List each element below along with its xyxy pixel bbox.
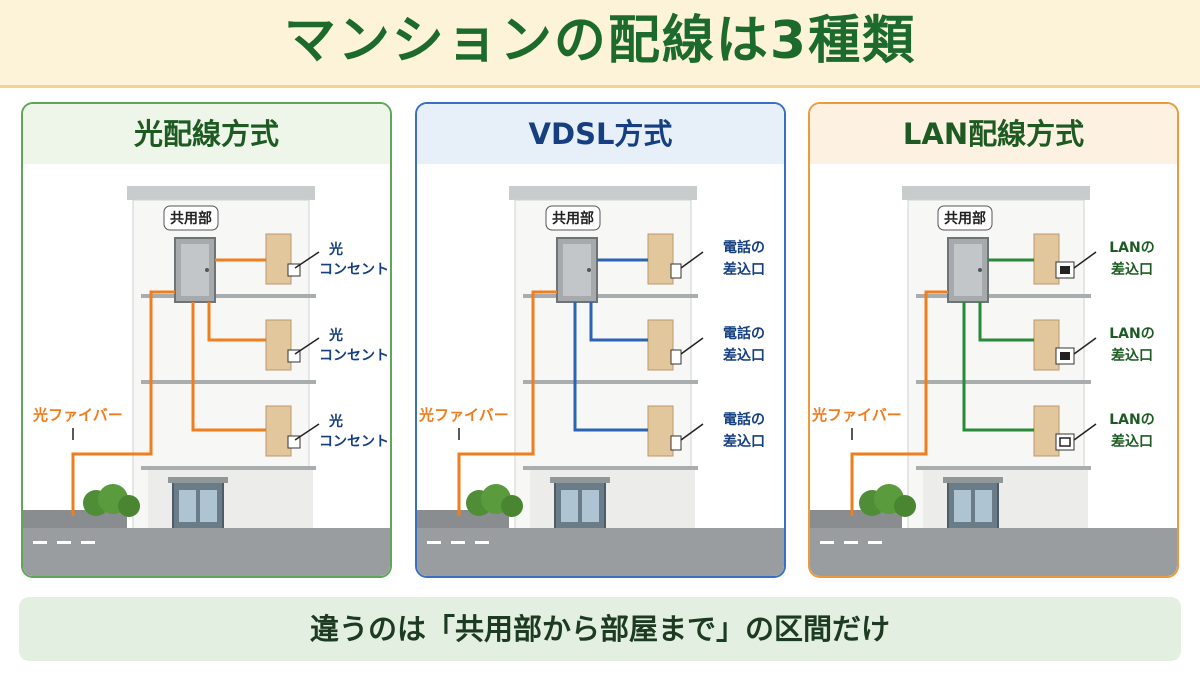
- outlet-label-line1: 電話の: [723, 239, 765, 256]
- page-title: マンションの配線は3種類: [283, 11, 917, 71]
- panel-lan: LAN配線方式 共用部: [808, 102, 1179, 578]
- outlet-label-line2: 差込口: [1111, 347, 1153, 364]
- panel-heading: VDSL方式: [417, 104, 784, 164]
- outlet-label-line2: コンセント: [319, 262, 389, 278]
- outlet-label-line2: 差込口: [723, 261, 765, 278]
- common-area-label: 共用部: [170, 210, 212, 227]
- outlet-label-line1: 光: [328, 327, 343, 344]
- outlet-label-line2: 差込口: [723, 433, 765, 450]
- outlet-label-line2: 差込口: [723, 347, 765, 364]
- outlet-label-line1: 電話の: [723, 411, 765, 428]
- panel-vdsl: VDSL方式 共用部 光ファイバー: [415, 102, 786, 578]
- fiber-outside-label: 光ファイバー: [811, 406, 902, 424]
- panel-heading: 光配線方式: [23, 104, 390, 164]
- common-area-label: 共用部: [944, 210, 986, 227]
- building-diagram: 共用部 光ファイバー 光 コンセント 光 コンセント 光 コンセント: [23, 164, 390, 576]
- outlet-label-line1: LANの: [1109, 412, 1154, 428]
- panel-heading: LAN配線方式: [810, 104, 1177, 164]
- outlet-label-line1: 電話の: [723, 325, 765, 342]
- outlet-label-line2: 差込口: [1111, 261, 1153, 278]
- header-band: [0, 0, 1200, 88]
- fiber-outside-label: 光ファイバー: [418, 406, 509, 424]
- common-area-label: 共用部: [552, 210, 594, 227]
- fiber-outside-label: 光ファイバー: [32, 406, 123, 424]
- outlet-label-line2: 差込口: [1111, 433, 1153, 450]
- outlet-label-line2: コンセント: [319, 434, 389, 450]
- outlet-label-line1: 光: [328, 413, 343, 430]
- footer-caption: 違うのは「共用部から部屋まで」の区間だけ: [19, 597, 1181, 661]
- building-diagram: 共用部 光ファイバー LANの 差込口 LANの 差込口 LANの 差込口: [810, 164, 1177, 576]
- outlet-label-line1: 光: [328, 241, 343, 258]
- outlet-label-line1: LANの: [1109, 240, 1154, 256]
- outlet-label-line1: LANの: [1109, 326, 1154, 342]
- building-diagram: 共用部 光ファイバー 電話の 差込口 電話の 差込口 電話の 差込口: [417, 164, 784, 576]
- outlet-label-line2: コンセント: [319, 348, 389, 364]
- panel-fiber: 光配線方式 共用部: [21, 102, 392, 578]
